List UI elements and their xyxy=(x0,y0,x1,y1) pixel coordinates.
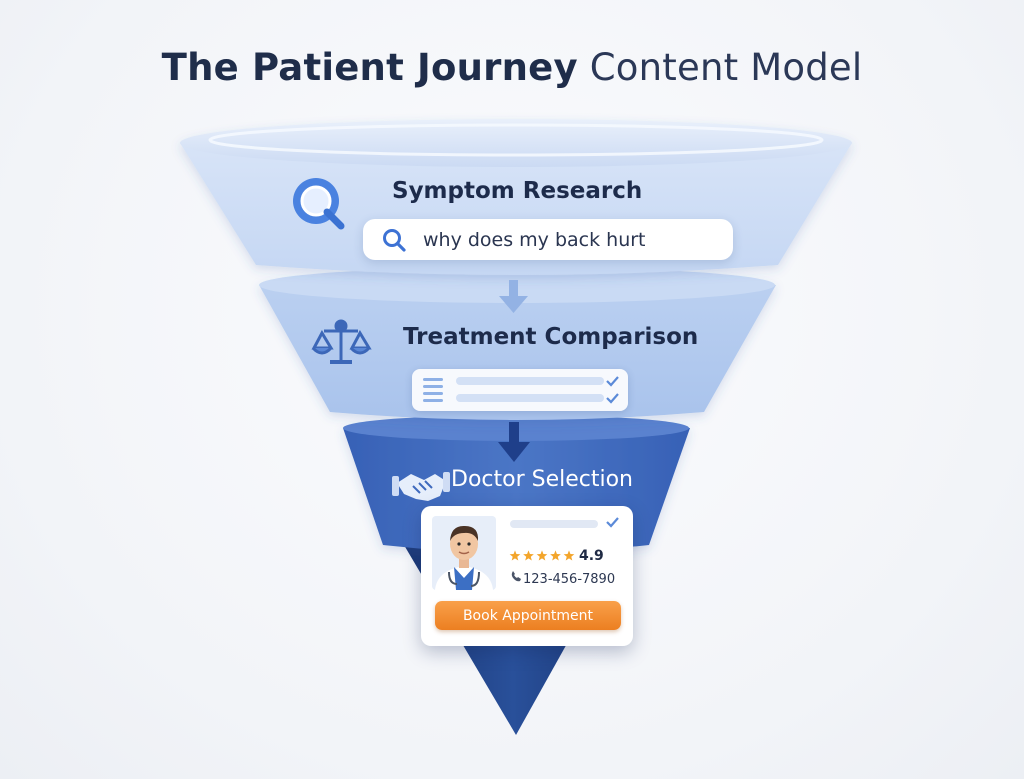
stethoscope-icon xyxy=(448,571,480,587)
check-icon xyxy=(606,376,619,387)
rating-value: 4.9 xyxy=(579,548,604,564)
star-icon xyxy=(536,550,548,561)
rating-stars xyxy=(509,550,575,561)
comparison-card xyxy=(412,369,628,411)
search-box[interactable]: why does my back hurt xyxy=(363,219,733,260)
arrow-down-icon xyxy=(499,280,528,313)
stage-label-treatment-comparison: Treatment Comparison xyxy=(403,324,699,350)
phone-number: 123-456-7890 xyxy=(523,572,616,587)
doctor-card[interactable]: 4.9 123-456-7890 Book Appointment xyxy=(421,506,633,646)
handshake-icon xyxy=(392,472,450,501)
comparison-list-graphic xyxy=(423,376,619,404)
arrow-down-icon xyxy=(498,422,530,462)
title-light: Content Model xyxy=(589,46,863,89)
scales-icon xyxy=(311,319,372,364)
list-icon xyxy=(423,378,443,402)
magnifier-icon xyxy=(293,178,345,230)
star-icon xyxy=(550,550,561,561)
doctor-card-graphics xyxy=(432,516,619,590)
star-icon xyxy=(509,550,521,561)
doctor-avatar xyxy=(432,516,496,590)
verified-check-icon xyxy=(606,517,619,528)
book-appointment-button[interactable]: Book Appointment xyxy=(435,601,621,630)
search-query: why does my back hurt xyxy=(423,228,646,251)
star-icon xyxy=(563,550,575,561)
stage-label-doctor-selection: Doctor Selection xyxy=(451,467,634,492)
search-icon xyxy=(383,228,406,252)
title-bold: The Patient Journey xyxy=(161,46,578,89)
page-title: The Patient Journey Content Model xyxy=(0,46,1024,89)
stage-label-symptom-research: Symptom Research xyxy=(392,178,643,204)
star-icon xyxy=(523,550,534,561)
phone-icon xyxy=(511,571,521,582)
check-icon xyxy=(606,393,619,404)
